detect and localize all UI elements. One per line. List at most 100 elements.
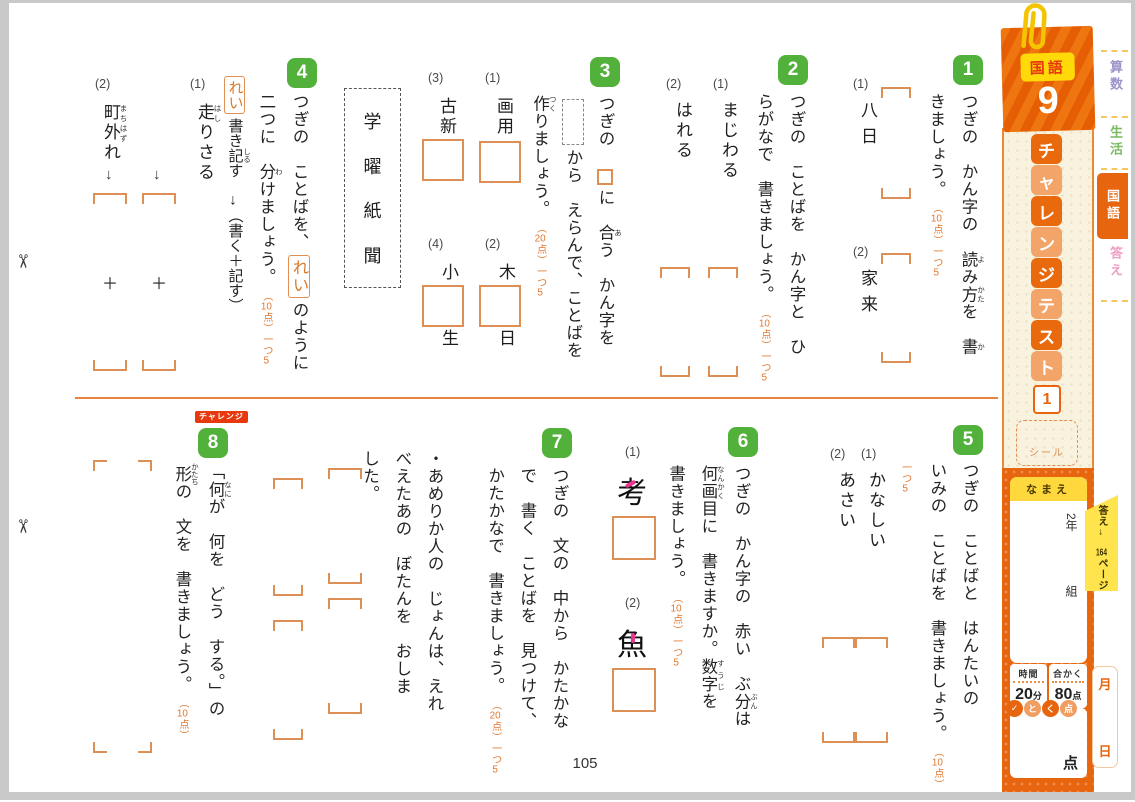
question-text: つぎの かん字の 赤い ぶ分ぶんは何画なんかく目に 書きますか。数字すうじを書き… <box>666 465 759 728</box>
item-label: (2) <box>666 77 682 91</box>
question-6: 6 つぎの かん字の 赤い ぶ分ぶんは何画なんかく目に 書きますか。数字すうじを… <box>600 420 800 790</box>
test-title: チ ャ レ ン ジ テ ス ト <box>1031 134 1063 381</box>
tab-kokugo-active[interactable]: 国語 <box>1097 173 1128 239</box>
question-4: 学 曜 紙 聞 4 つぎの ことばを、れいのように二つに 分わけましょう。（10… <box>65 58 425 398</box>
item-word: かなしい <box>866 471 885 551</box>
name-box[interactable]: なまえ 2年 組 <box>1010 477 1087 663</box>
answer-square[interactable] <box>479 285 521 327</box>
date-box[interactable]: 月 日 <box>1092 666 1118 768</box>
item-word: 小 <box>439 263 458 283</box>
item-label: (1) <box>485 71 501 85</box>
question-text: つぎの かん字の 読よみ方かたを 書かきましょう。（10点）一つ5 <box>926 93 986 356</box>
time-label: 時間 <box>1013 667 1044 683</box>
page-number: 105 <box>572 755 598 772</box>
item-label: (1) <box>713 77 729 91</box>
example-label-inline: れい <box>287 254 310 298</box>
page-edge-left <box>0 0 9 800</box>
red-stroke-highlight <box>631 633 635 643</box>
tab-kotae[interactable]: 答え <box>1108 246 1123 280</box>
tab-seikatsu[interactable]: 生活 <box>1108 125 1123 159</box>
answer-bracket[interactable] <box>855 637 888 743</box>
page-edge-top <box>0 0 1135 3</box>
answer-square[interactable] <box>612 668 656 712</box>
tab-sansuu[interactable]: 算数 <box>1108 60 1123 94</box>
arrow-down-icon: ↓ <box>105 166 113 183</box>
item-label: (2) <box>853 245 869 259</box>
item-label: (2) <box>95 77 111 91</box>
score-unit: 点 <box>1062 755 1078 772</box>
item-label: (1) <box>853 77 869 91</box>
item-label: (2) <box>830 447 846 461</box>
example-label: れい <box>224 76 245 114</box>
answer-bracket[interactable] <box>822 637 855 743</box>
item-word: 走はしりさる <box>195 103 222 183</box>
sticker-label: シール <box>1029 448 1065 459</box>
answer-bracket[interactable] <box>660 267 690 377</box>
title-char: ト <box>1031 351 1062 381</box>
question-sentence: ・あめりか人の じょんは、えれべえたあの ぼたんを おしました。 <box>360 450 443 713</box>
choice-kanji: 学 <box>363 111 382 132</box>
answer-bracket[interactable] <box>881 253 911 363</box>
answer-bracket[interactable] <box>273 478 303 596</box>
answer-square[interactable] <box>479 141 521 183</box>
score-box[interactable]: 点 <box>1010 708 1087 778</box>
item-kanji: 考 <box>617 477 647 510</box>
kanji-choice-box: 学 曜 紙 聞 <box>344 88 401 288</box>
title-char: ン <box>1031 227 1062 257</box>
tab-separator <box>1101 116 1128 118</box>
question-5: 5 つぎの ことばと はんたいのいみの ことばを 書きましょう。（10点）一つ5… <box>810 420 993 790</box>
answer-square[interactable] <box>422 285 464 327</box>
arrow-down-icon: ↓ <box>153 166 161 183</box>
challenge-badge: チャレンジ <box>195 411 248 424</box>
item-label: (3) <box>428 71 444 85</box>
score-label-char: と <box>1024 700 1041 717</box>
item-word: まじわる <box>719 101 738 181</box>
answer-square[interactable] <box>422 139 464 181</box>
inline-answer-square[interactable] <box>597 169 613 185</box>
month-label: 月 <box>1098 677 1112 692</box>
page-edge-right <box>1131 0 1135 800</box>
plus-sign: ＋ <box>101 276 119 293</box>
grade-label: 2年 <box>1064 513 1078 532</box>
paperclip-icon <box>1021 3 1047 50</box>
time-box: 時間 20分 <box>1010 664 1047 708</box>
pass-unit: 点 <box>1072 691 1082 701</box>
question-number-badge: 6 <box>728 427 758 457</box>
answer-writing-area[interactable] <box>93 460 152 753</box>
pass-value: 80 <box>1054 686 1073 703</box>
item-label: (2) <box>485 237 501 251</box>
plus-sign: ＋ <box>150 276 168 293</box>
scissors-icon: ✂ <box>11 253 33 270</box>
question-text: 「何なにが 何を どう する。」の形かたちの 文を 書きましょう。（10点） <box>172 463 233 741</box>
question-2: 2 つぎの ことばを かん字と ひらがなで 書きましょう。（10点）一つ5 (1… <box>655 55 840 400</box>
question-8: チャレンジ 8 「何なにが 何を どう する。」の形かたちの 文を 書きましょう… <box>65 405 250 795</box>
item-word: あさい <box>836 471 855 531</box>
question-text: つぎの ことばと はんたいのいみの ことばを 書きましょう。（10点）一つ5 <box>899 462 978 790</box>
page-edge-bottom <box>0 792 1135 800</box>
answer-bracket-split[interactable]: ＋ <box>142 193 176 371</box>
answer-bracket[interactable] <box>328 468 362 584</box>
example-column: れい書き記しるす →（書く＋記す） <box>220 72 252 412</box>
answer-bracket[interactable] <box>708 267 738 377</box>
choice-kanji: 曜 <box>363 156 382 177</box>
title-char: チ <box>1031 134 1062 164</box>
question-number-badge: 8 <box>198 428 228 458</box>
answer-bracket[interactable] <box>328 598 362 714</box>
question-text: つぎの 文の 中から かたかなで 書く ことばを 見つけて、かたかなで 書きまし… <box>485 467 568 775</box>
name-label: なまえ <box>1010 477 1087 501</box>
thumbs-up-icon: ✓ <box>1006 700 1023 717</box>
score-label-char: く <box>1042 700 1059 717</box>
answer-bracket[interactable] <box>881 87 911 199</box>
question-text: つぎの ことばを かん字と ひらがなで 書きましょう。（10点）一つ5 <box>754 93 805 383</box>
item-word: 古新 <box>437 97 456 137</box>
answer-bracket-split[interactable]: ＋ <box>93 193 127 371</box>
sticker-area[interactable]: シール <box>1016 420 1078 466</box>
item-word: 木 <box>496 263 515 283</box>
answer-bracket[interactable] <box>273 620 303 740</box>
question-number-badge: 7 <box>542 428 572 458</box>
answer-square[interactable] <box>612 516 656 560</box>
pass-label: 合かく <box>1052 667 1084 683</box>
item-label: (2) <box>625 596 641 610</box>
answer-page-tab[interactable]: 答え→164ページ <box>1085 495 1118 591</box>
item-label: (1) <box>190 77 206 91</box>
